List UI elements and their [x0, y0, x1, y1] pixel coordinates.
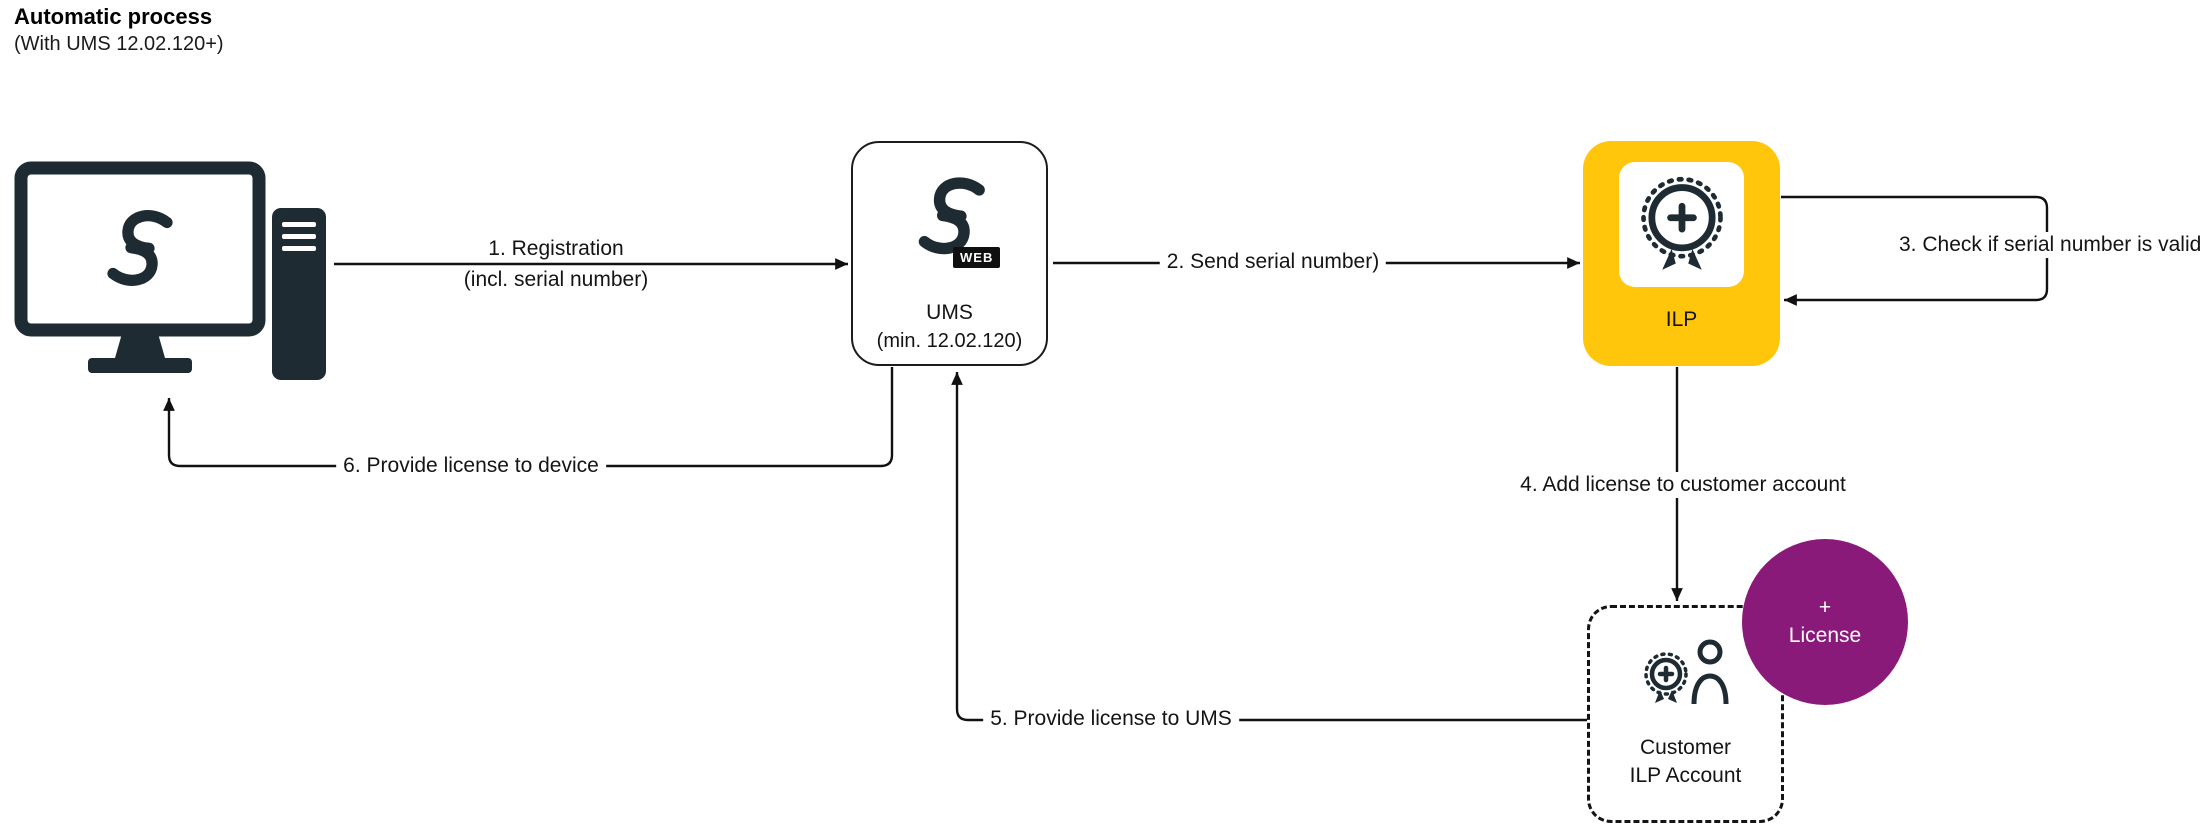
node-ilp: ILP — [1583, 141, 1780, 366]
ilp-tile — [1619, 162, 1744, 287]
license-label: License — [1788, 624, 1862, 647]
arrow-1-label-line1: 1. Registration — [488, 237, 624, 260]
web-badge: WEB — [953, 247, 1001, 268]
arrow-3-label: 3. Check if serial number is valid — [1892, 232, 2206, 258]
customer-badge-person-icon — [1644, 639, 1729, 705]
arrow-5-label: 5. Provide license to UMS — [983, 706, 1239, 732]
igel-web-logo-icon — [853, 155, 1050, 295]
ums-version-label: (min. 12.02.120) — [876, 330, 1023, 352]
customer-label-line2: ILP Account — [1629, 764, 1742, 787]
arrow-4-label: 4. Add license to customer account — [1513, 472, 1853, 498]
ums-label: UMS — [926, 301, 973, 324]
device-icon — [14, 161, 326, 380]
license-plus: + — [1818, 596, 1832, 619]
arrow-6-label: 6. Provide license to device — [336, 453, 606, 479]
arrow-1-label-line2: (incl. serial number) — [463, 268, 649, 291]
diagram-subtitle: (With UMS 12.02.120+) — [14, 33, 224, 55]
diagram-title: Automatic process — [14, 4, 213, 29]
node-ums: WEB UMS (min. 12.02.120) — [851, 141, 1048, 366]
arrow-2-label: 2. Send serial number) — [1159, 249, 1387, 275]
ilp-label: ILP — [1665, 308, 1698, 331]
license-badge-icon — [1640, 176, 1723, 270]
arrow-5-provide-license-to-ums — [951, 372, 1587, 722]
customer-label-line1: Customer — [1639, 736, 1732, 759]
license-chip: + License — [1742, 539, 1908, 705]
